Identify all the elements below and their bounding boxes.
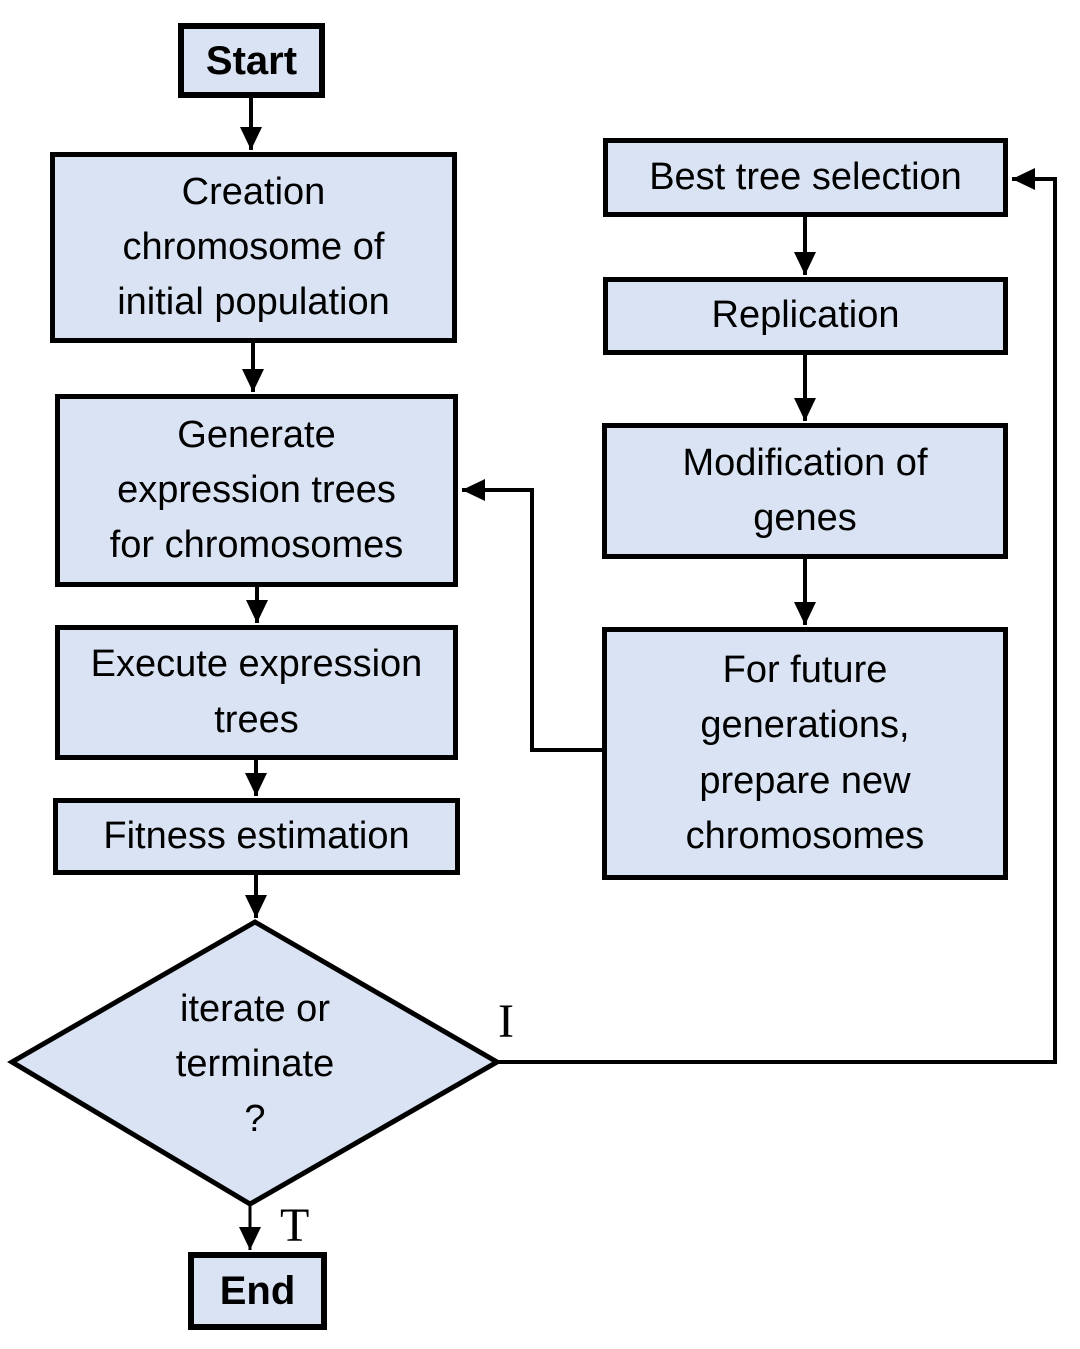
edge-decision-to-besttree <box>497 168 1057 1064</box>
node-execute-expression-trees: Execute expression trees <box>55 625 458 760</box>
edge-label-terminate: T <box>280 1199 310 1252</box>
edge-future-to-generate <box>462 479 602 752</box>
node-modification-of-genes: Modification of genes <box>602 423 1008 559</box>
edge-label-iterate: I <box>498 995 514 1048</box>
node-replication: Replication <box>603 277 1008 355</box>
node-creation-chromosome: Creation chromosome of initial populatio… <box>50 152 457 343</box>
node-fitness-estimation: Fitness estimation <box>53 798 460 875</box>
node-future-generations: For future generations, prepare new chro… <box>602 627 1008 880</box>
decision-label: iterate or terminate ? <box>175 988 335 1141</box>
node-generate-expression-trees: Generate expression trees for chromosome… <box>55 394 458 587</box>
node-best-tree-selection: Best tree selection <box>603 138 1008 217</box>
node-start: Start <box>178 23 325 98</box>
node-end: End <box>188 1252 327 1330</box>
